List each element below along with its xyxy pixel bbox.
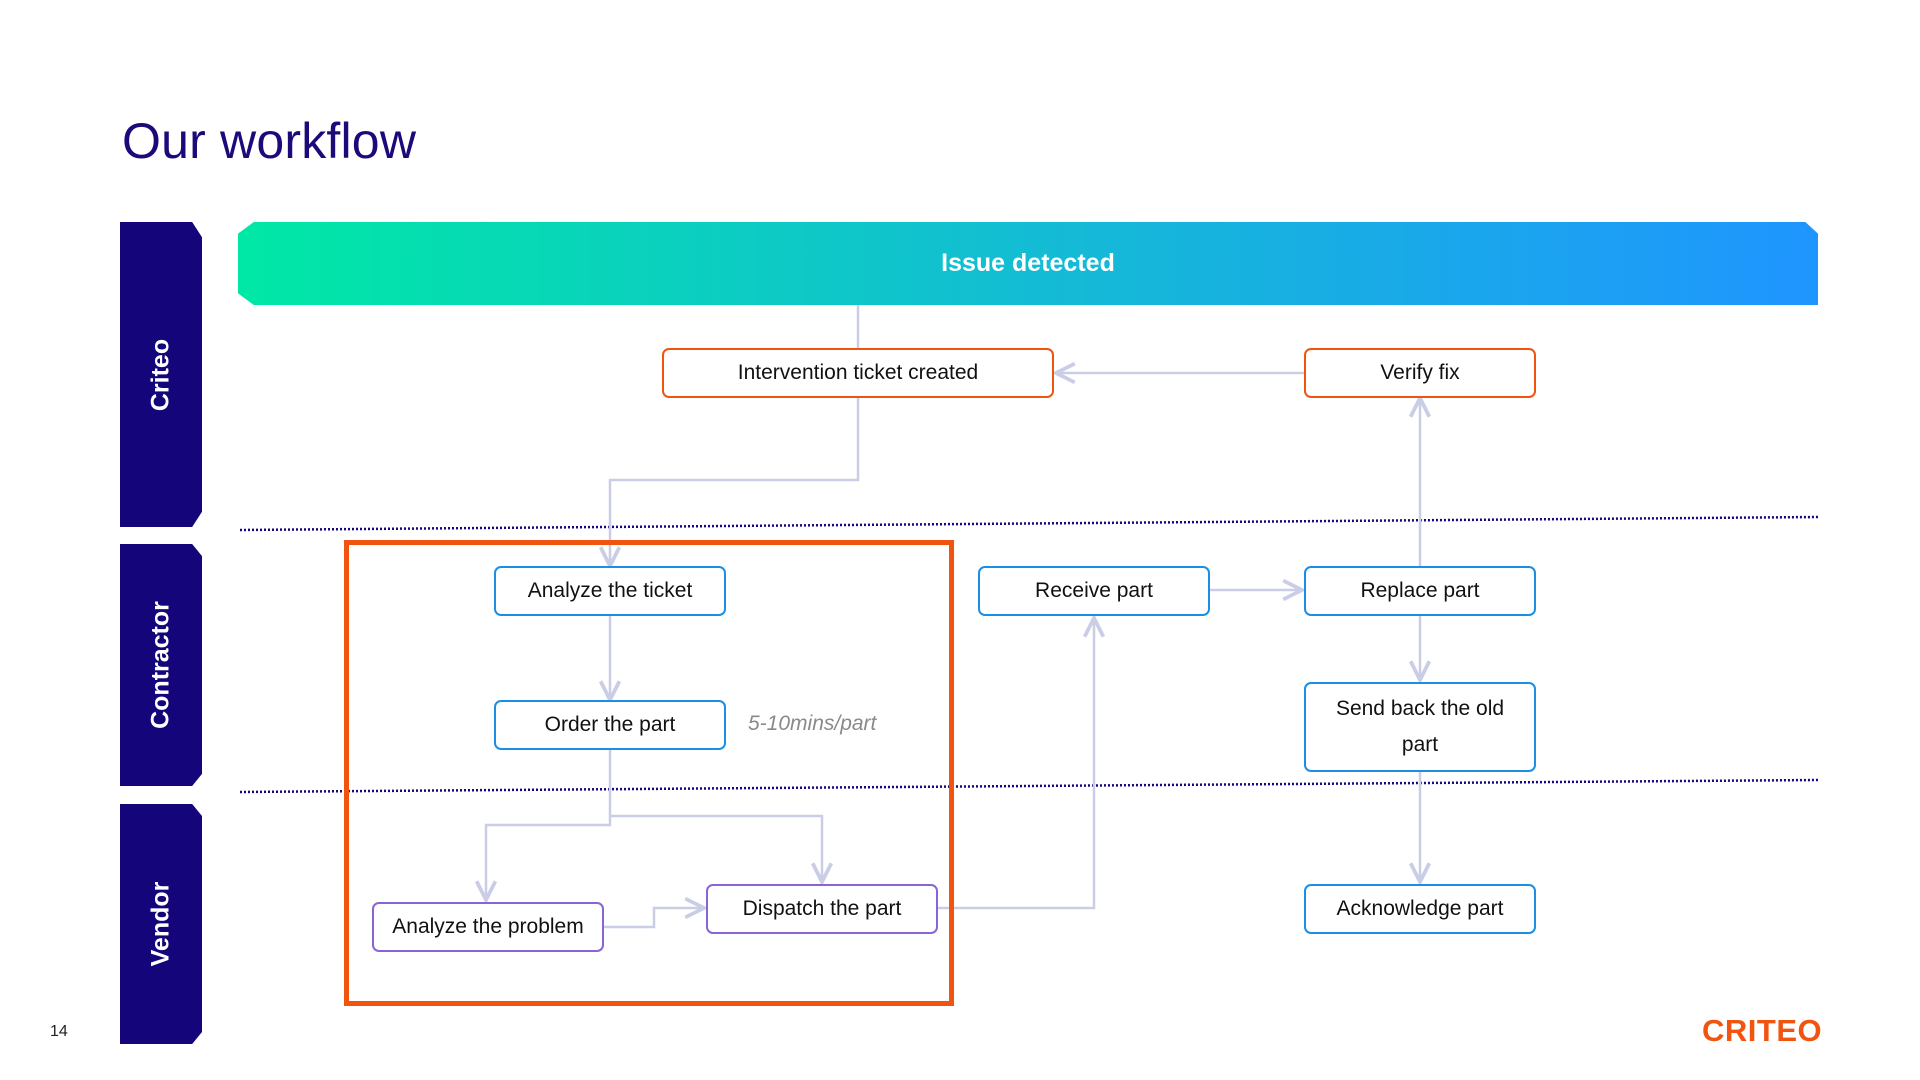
lane-criteo: Criteo [120, 222, 202, 527]
node-receive-part: Receive part [978, 566, 1210, 616]
node-order-part: Order the part [494, 700, 726, 750]
node-acknowledge-part: Acknowledge part [1304, 884, 1536, 934]
lane-vendor: Vendor [120, 804, 202, 1044]
lane-divider-2 [239, 778, 1819, 794]
page-title: Our workflow [122, 113, 417, 169]
node-verify-fix: Verify fix [1304, 348, 1536, 398]
connector-analyze-problem-to-dispatch [604, 908, 704, 929]
issue-detected-banner: Issue detected [238, 222, 1818, 305]
node-replace-part: Replace part [1304, 566, 1536, 616]
lane-contractor: Contractor [120, 544, 202, 786]
node-dispatch-part: Dispatch the part [706, 884, 938, 934]
order-time-note: 5-10mins/part [748, 712, 877, 735]
node-analyze-ticket: Analyze the ticket [494, 566, 726, 616]
page-number: 14 [50, 1023, 68, 1040]
lane-divider-1 [239, 515, 1819, 532]
node-analyze-problem: Analyze the problem [372, 902, 604, 952]
node-intervention-ticket: Intervention ticket created [662, 348, 1054, 398]
connector-order-to-dispatch [610, 814, 822, 882]
connector-order-to-analyze-problem [486, 750, 612, 900]
connector-intervention-to-analyze-ticket [610, 398, 860, 566]
connector-dispatch-to-receive [938, 618, 1094, 910]
criteo-logo: CRITEO [1702, 1013, 1823, 1048]
highlight-box [344, 540, 954, 1006]
node-send-back-old-part: Send back the old part [1304, 682, 1536, 772]
